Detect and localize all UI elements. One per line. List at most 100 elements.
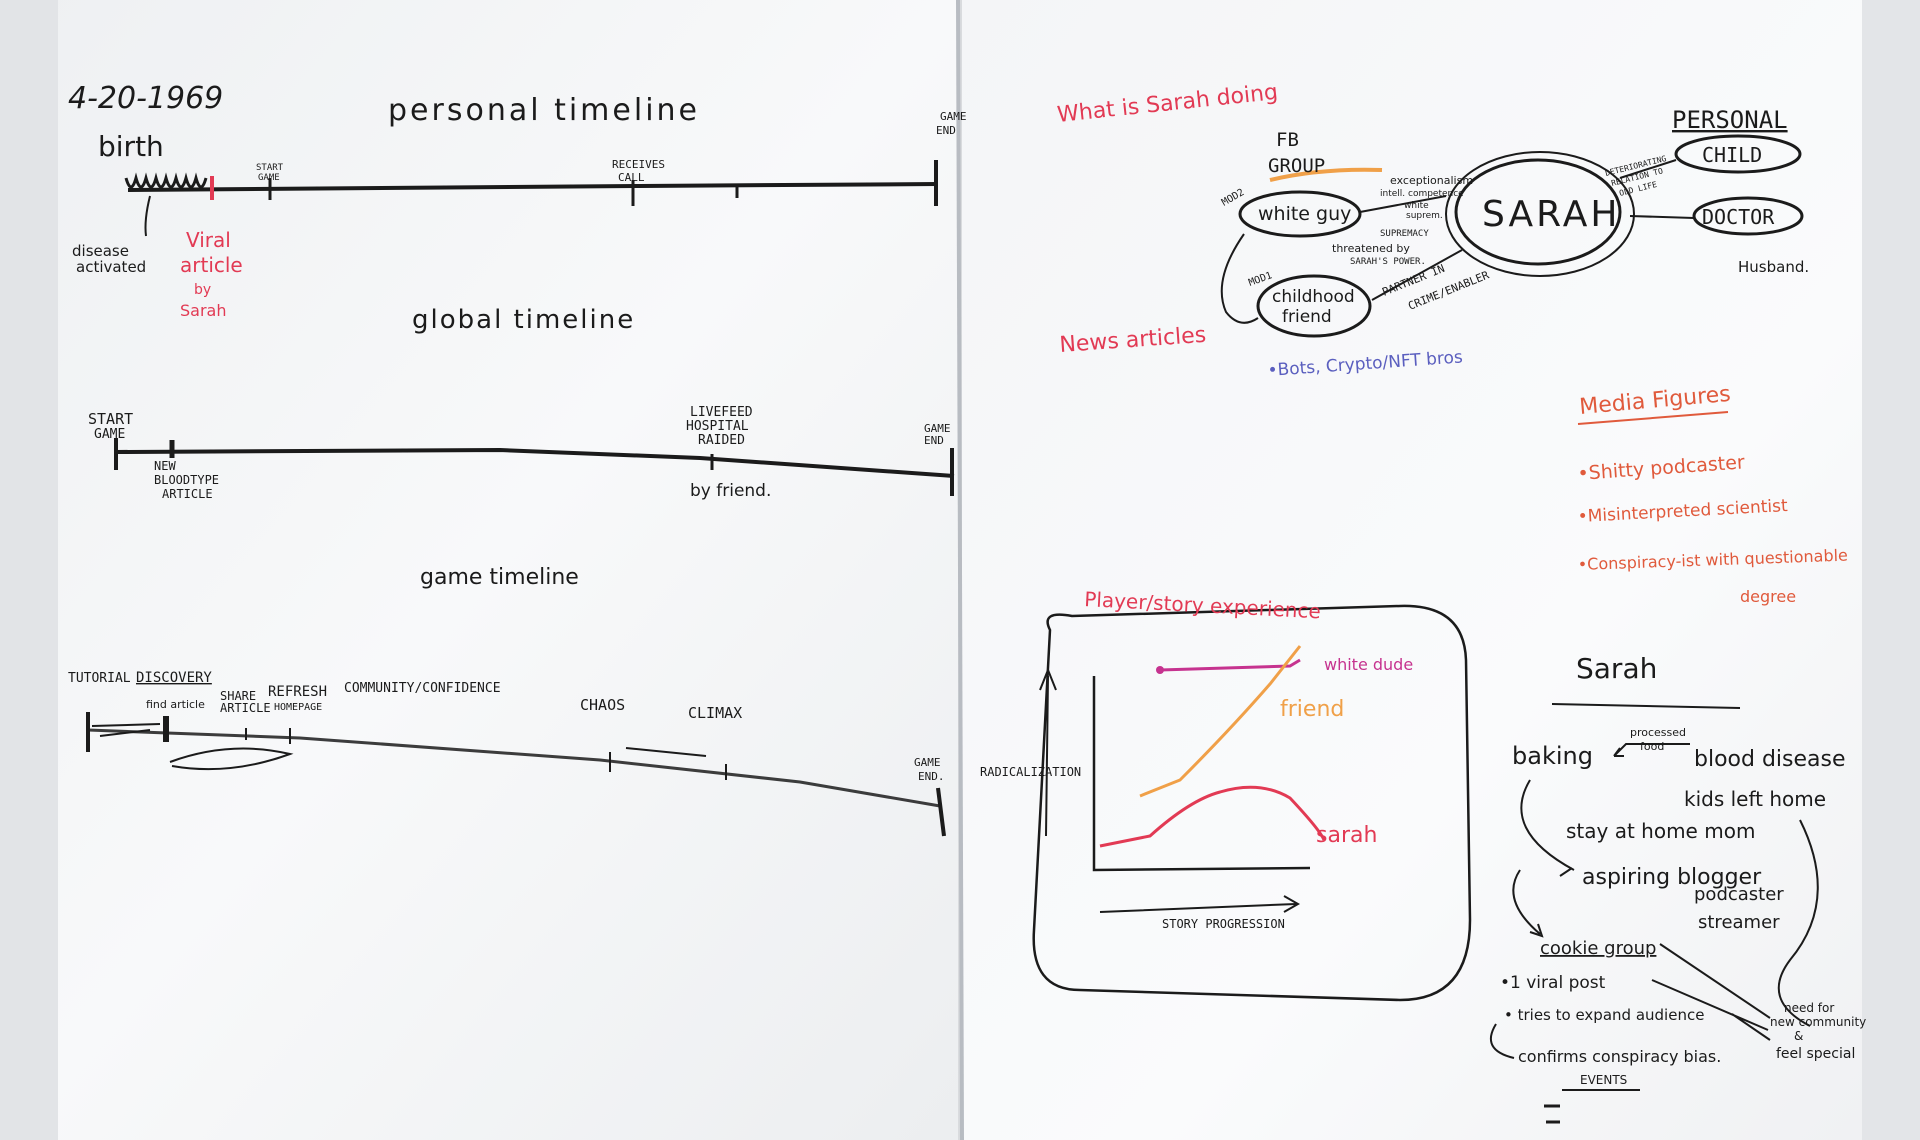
disease-label-2: activated bbox=[76, 258, 146, 276]
global-end-label-2: END bbox=[924, 434, 944, 447]
sarah-title-underline bbox=[1551, 703, 1741, 709]
viral-label-4: Sarah bbox=[180, 301, 226, 320]
sarah-node bbox=[1454, 158, 1622, 266]
chart-y-axis bbox=[1092, 676, 1311, 872]
streamer-label: streamer bbox=[1698, 912, 1780, 933]
game-timeline-line bbox=[87, 728, 941, 808]
need-for-2: new community bbox=[1770, 1015, 1866, 1029]
livefeed-label-3: RAIDED bbox=[698, 433, 745, 448]
bloodtype-label-3: ARTICLE bbox=[162, 487, 213, 501]
fb-group-underline bbox=[1269, 167, 1383, 182]
game-end-label-1: GAME bbox=[914, 756, 941, 769]
media-item-4: degree bbox=[1740, 587, 1796, 606]
friend-series-label: friend bbox=[1280, 697, 1344, 722]
livefeed-label-2: HOSPITAL bbox=[686, 419, 749, 434]
personal-game-end-label-2: END bbox=[936, 124, 956, 137]
sarah-curve bbox=[1099, 785, 1326, 848]
share-label-1: SHARE bbox=[220, 689, 256, 703]
events-dashes bbox=[1544, 1104, 1560, 1124]
personal-timeline: personal timeline START GAME RECEIVES CA… bbox=[72, 93, 967, 320]
chaos-label: CHAOS bbox=[580, 696, 625, 714]
processed-label-2: food bbox=[1640, 740, 1664, 753]
community-label: COMMUNITY/CONFIDENCE bbox=[344, 681, 501, 696]
baking-bracket bbox=[1520, 779, 1575, 877]
exceptionalism-4: suprem. bbox=[1406, 211, 1443, 221]
need-for-1: need for bbox=[1784, 1001, 1834, 1015]
left-frame-edge bbox=[0, 0, 58, 1140]
tutorial-scribble bbox=[91, 723, 161, 737]
processed-label-1: processed bbox=[1630, 726, 1686, 739]
viral-article-note: Viral article by Sarah bbox=[180, 228, 243, 320]
chart-x-axis-arrow bbox=[1099, 895, 1301, 913]
start-game-label-1: START bbox=[256, 163, 284, 173]
need-for-4: feel special bbox=[1776, 1046, 1855, 1062]
confirms-label: confirms conspiracy bias. bbox=[1518, 1047, 1721, 1066]
global-timeline-line bbox=[115, 447, 955, 478]
exceptionalism-2: intell. competence bbox=[1380, 189, 1464, 199]
receives-call-label-2: CALL bbox=[618, 171, 645, 184]
climax-label: CLIMAX bbox=[688, 704, 742, 722]
friend-label-2: friend bbox=[1282, 307, 1332, 327]
right-frame-edge bbox=[1862, 0, 1920, 1140]
personal-timeline-title: personal timeline bbox=[388, 93, 700, 128]
viral-post-label: •1 viral post bbox=[1500, 973, 1606, 993]
chart-y-label: RADICALIZATION bbox=[980, 765, 1081, 779]
exceptionalism-3: white bbox=[1404, 201, 1429, 211]
disease-label-1: disease bbox=[72, 242, 129, 260]
find-article-label: find article bbox=[146, 698, 205, 711]
supremacy-label: SUPREMACY bbox=[1380, 229, 1429, 239]
child-node bbox=[1674, 134, 1802, 174]
threatened-1: threatened by bbox=[1332, 242, 1410, 255]
white-dude-curve bbox=[1159, 658, 1301, 672]
childhood-friend-node bbox=[1256, 274, 1372, 338]
cookie-arrow bbox=[1512, 869, 1544, 938]
sarah-block-title: Sarah bbox=[1576, 652, 1657, 685]
game-timeline-title: game timeline bbox=[420, 565, 579, 590]
birth-tail bbox=[144, 195, 151, 237]
global-end-label-1: GAME bbox=[924, 422, 951, 435]
share-label-2: ARTICLE bbox=[220, 701, 271, 715]
personal-game-end-label-1: GAME bbox=[940, 110, 967, 123]
aspiring-label: aspiring blogger bbox=[1582, 865, 1762, 890]
loop-from-tries bbox=[1490, 1023, 1515, 1059]
global-start-label-2: GAME bbox=[94, 427, 125, 442]
refresh-label-1: REFRESH bbox=[268, 684, 327, 700]
exceptionalism-1: exceptionalism bbox=[1390, 174, 1473, 187]
by-friend-label: by friend. bbox=[690, 481, 771, 501]
board-seam bbox=[956, 0, 964, 1140]
white-guy-label: white guy bbox=[1258, 203, 1351, 225]
chart-y-axis-arrow bbox=[1039, 667, 1057, 837]
sarah-block: Sarah baking processed food blood diseas… bbox=[1490, 652, 1866, 1124]
blood-disease-label: blood disease bbox=[1694, 747, 1846, 772]
livefeed-label-1: LIVEFEED bbox=[690, 405, 753, 420]
events-label: EVENTS bbox=[1580, 1073, 1627, 1087]
friend-curve bbox=[1139, 645, 1302, 798]
discovery-label: DISCOVERY bbox=[136, 670, 212, 686]
baking-label: baking bbox=[1512, 742, 1593, 770]
cookie-group-label: cookie group bbox=[1540, 938, 1656, 959]
white-dude-label: white dude bbox=[1324, 655, 1413, 674]
sarah-node-outer bbox=[1445, 151, 1635, 277]
viral-label-3: by bbox=[194, 282, 211, 298]
birth-label: birth bbox=[98, 130, 164, 163]
stay-at-home-label: stay at home mom bbox=[1566, 819, 1755, 843]
global-timeline: global timeline START GAME NEW BLOODTYPE… bbox=[88, 305, 955, 501]
loop-arrow bbox=[169, 747, 294, 771]
child-label: CHILD bbox=[1702, 143, 1762, 167]
sarah-to-white-guy bbox=[1359, 195, 1447, 213]
mod-link bbox=[1220, 233, 1259, 324]
chart-box-outline bbox=[1032, 604, 1472, 1002]
kids-left-home-label: kids left home bbox=[1684, 787, 1826, 811]
sarah-to-child bbox=[1619, 159, 1677, 179]
fb-label-1: FB bbox=[1276, 129, 1299, 151]
white-guy-node bbox=[1238, 190, 1362, 238]
white-dude-start-dot bbox=[1156, 666, 1164, 674]
game-end-tick bbox=[936, 787, 946, 837]
receives-call-label-1: RECEIVES bbox=[612, 158, 665, 171]
start-game-label-2: GAME bbox=[258, 173, 280, 183]
right-bracket bbox=[1777, 819, 1819, 1027]
processed-arrow bbox=[1613, 743, 1690, 757]
game-end-label-2: END. bbox=[918, 770, 945, 783]
threatened-2: SARAH'S POWER. bbox=[1350, 257, 1426, 267]
sarah-mind-map bbox=[1220, 134, 1804, 338]
